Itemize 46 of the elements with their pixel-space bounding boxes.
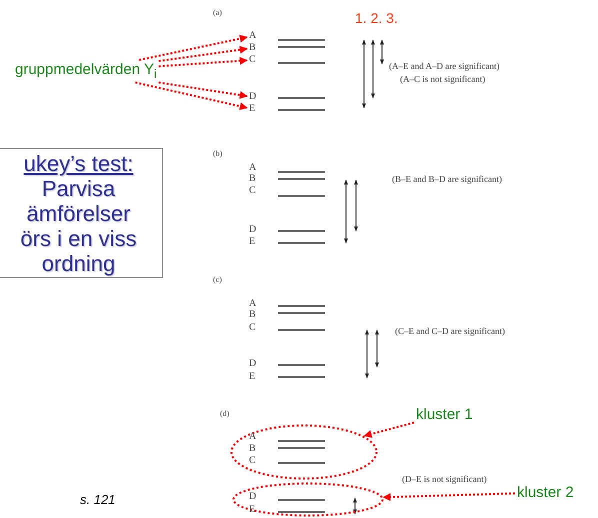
- significance-note: (A–E and A–D are significant): [389, 62, 500, 71]
- panel-label: (d): [220, 410, 230, 418]
- page-reference: s. 121: [80, 493, 116, 506]
- dotted-arrow: [158, 56, 248, 68]
- cluster-ellipse: [232, 482, 384, 517]
- panel-label: (c): [213, 276, 222, 284]
- dotted-arrow: [158, 82, 248, 99]
- group-letter: C: [249, 186, 256, 196]
- group-letter: A: [249, 163, 256, 173]
- group-letter: E: [249, 104, 256, 114]
- panel-label: (a): [213, 9, 222, 17]
- text-card: [0, 148, 163, 278]
- group-letter: C: [249, 323, 256, 333]
- significance-note: (B–E and B–D are significant): [392, 175, 502, 184]
- group-letter: A: [249, 299, 256, 309]
- annotation-label: kluster 2: [517, 485, 574, 500]
- dotted-arrow: [382, 492, 516, 502]
- dotted-arrow: [158, 46, 248, 62]
- group-letter: D: [249, 225, 256, 235]
- group-letter: C: [249, 55, 256, 65]
- group-letter: E: [249, 372, 256, 382]
- card-heading: ukey’s test:: [22, 151, 134, 176]
- group-letter: B: [249, 444, 256, 454]
- group-letter: A: [249, 432, 256, 442]
- annotation-label: kluster 1: [416, 407, 473, 422]
- group-letter: D: [249, 359, 256, 369]
- group-letter: D: [249, 92, 256, 102]
- annotation-label: gruppmedelvärden Y$_{i}$: [15, 62, 157, 80]
- dotted-arrow: [364, 422, 414, 438]
- dotted-arrow: [135, 82, 248, 110]
- card-text: Parvisa ämförelser örs i en viss ordning: [19, 176, 138, 276]
- comparison-numbers: 1. 2. 3.: [355, 11, 398, 25]
- panel-label: (b): [213, 150, 222, 158]
- dotted-arrow: [138, 34, 248, 61]
- cluster-ellipse: [230, 424, 378, 480]
- group-letter: E: [249, 237, 256, 247]
- significance-note: (C–E and C–D are significant): [395, 327, 505, 336]
- group-letter: B: [249, 310, 256, 320]
- group-letter: D: [249, 492, 256, 502]
- group-letter: B: [249, 174, 256, 184]
- significance-note: (A–C is not significant): [400, 75, 486, 84]
- group-letter: C: [249, 456, 256, 466]
- group-letter: B: [249, 43, 256, 53]
- group-letter: E: [249, 505, 256, 515]
- significance-note: (D–E is not significant): [402, 475, 487, 484]
- group-letter: A: [249, 31, 256, 41]
